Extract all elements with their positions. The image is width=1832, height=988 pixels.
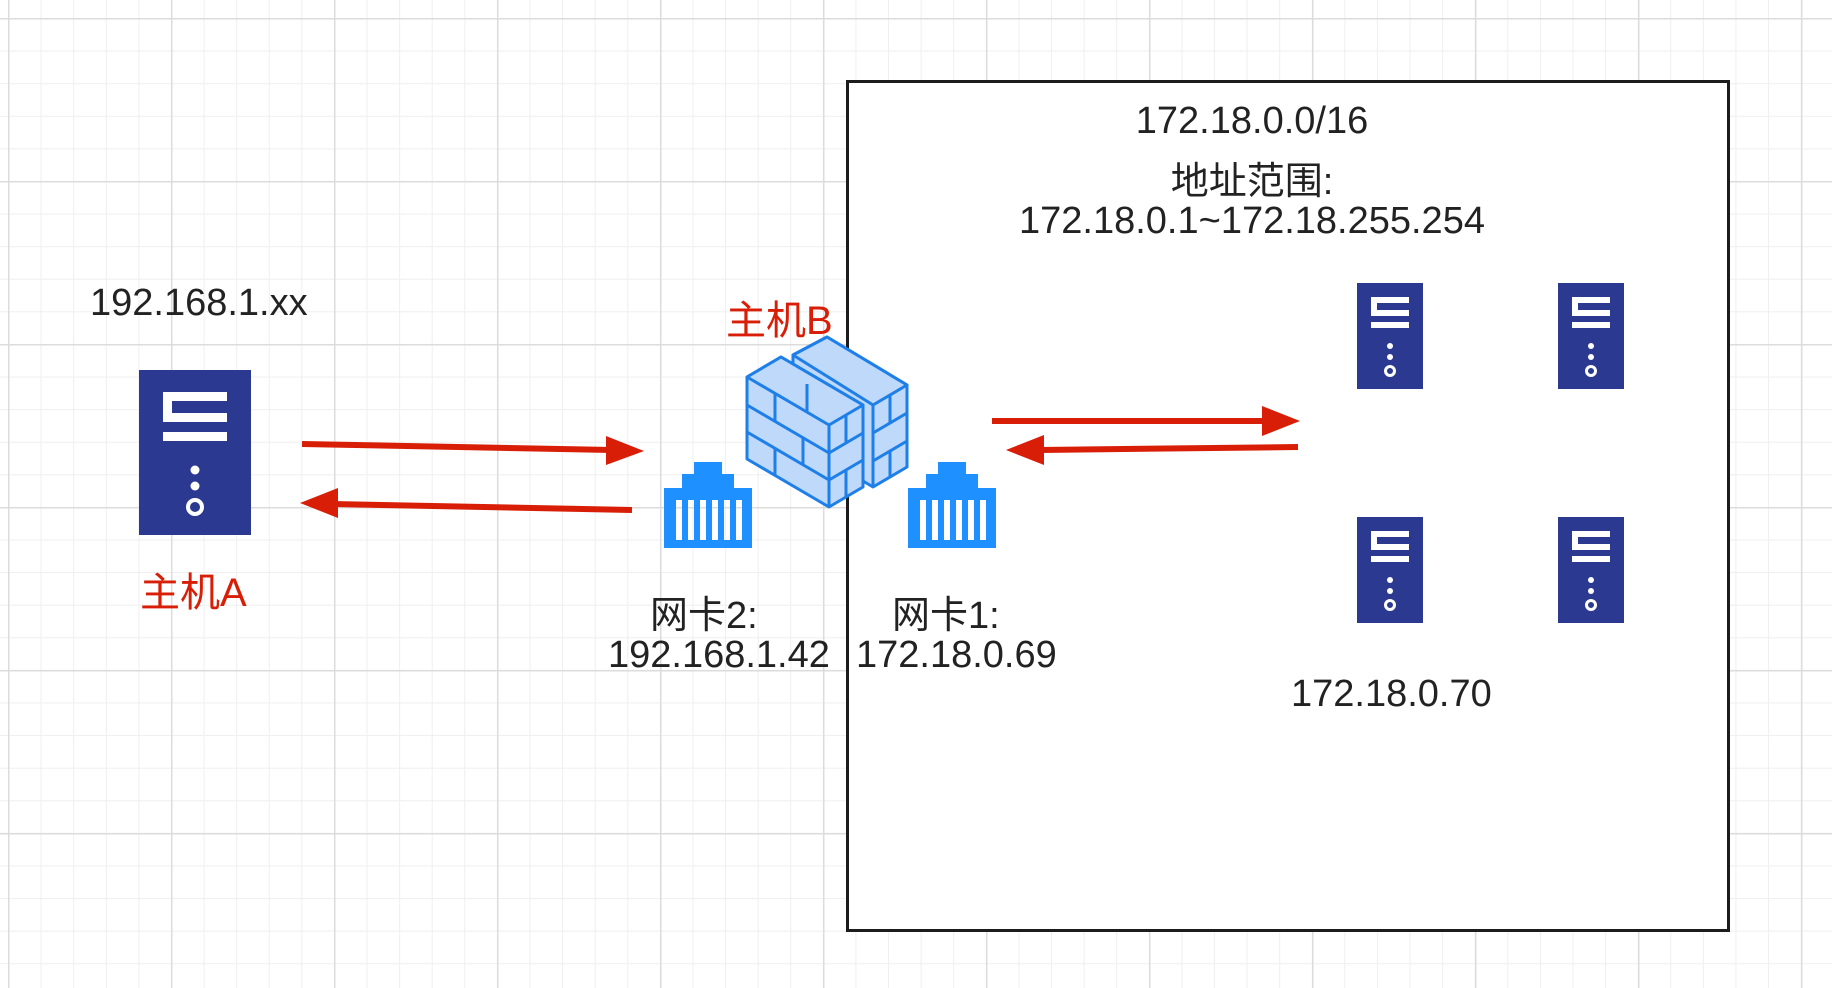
- host-b-name: 主机B: [726, 299, 833, 343]
- nic1-label: 网卡1:: [892, 595, 1000, 637]
- arrow-right-icon: [301, 436, 644, 465]
- server-icon: [1357, 517, 1423, 623]
- subnet-cidr-label: 172.18.0.0/16: [1135, 100, 1369, 142]
- network-card-icon: [906, 462, 998, 548]
- server-icon: [1558, 283, 1624, 389]
- firewall-icon: [745, 335, 910, 515]
- server-icon: [139, 370, 251, 535]
- address-range-value: 172.18.0.1~172.18.255.254: [1019, 200, 1485, 242]
- arrow-right-icon: [992, 406, 1300, 436]
- nic2-label: 网卡2:: [650, 595, 758, 637]
- arrow-left-icon: [1006, 435, 1299, 465]
- server-icon: [1357, 283, 1423, 389]
- arrow-left-icon: [300, 488, 633, 518]
- host-a-name: 主机A: [140, 571, 247, 615]
- address-range-label: 地址范围:: [1170, 161, 1334, 203]
- server-icon: [1558, 517, 1624, 623]
- nic1-ip: 172.18.0.69: [856, 634, 1057, 676]
- network-card-icon: [662, 462, 754, 548]
- internal-host-ip: 172.18.0.70: [1291, 673, 1492, 715]
- nic2-ip: 192.168.1.42: [608, 634, 830, 676]
- host-a-ip: 192.168.1.xx: [90, 282, 308, 324]
